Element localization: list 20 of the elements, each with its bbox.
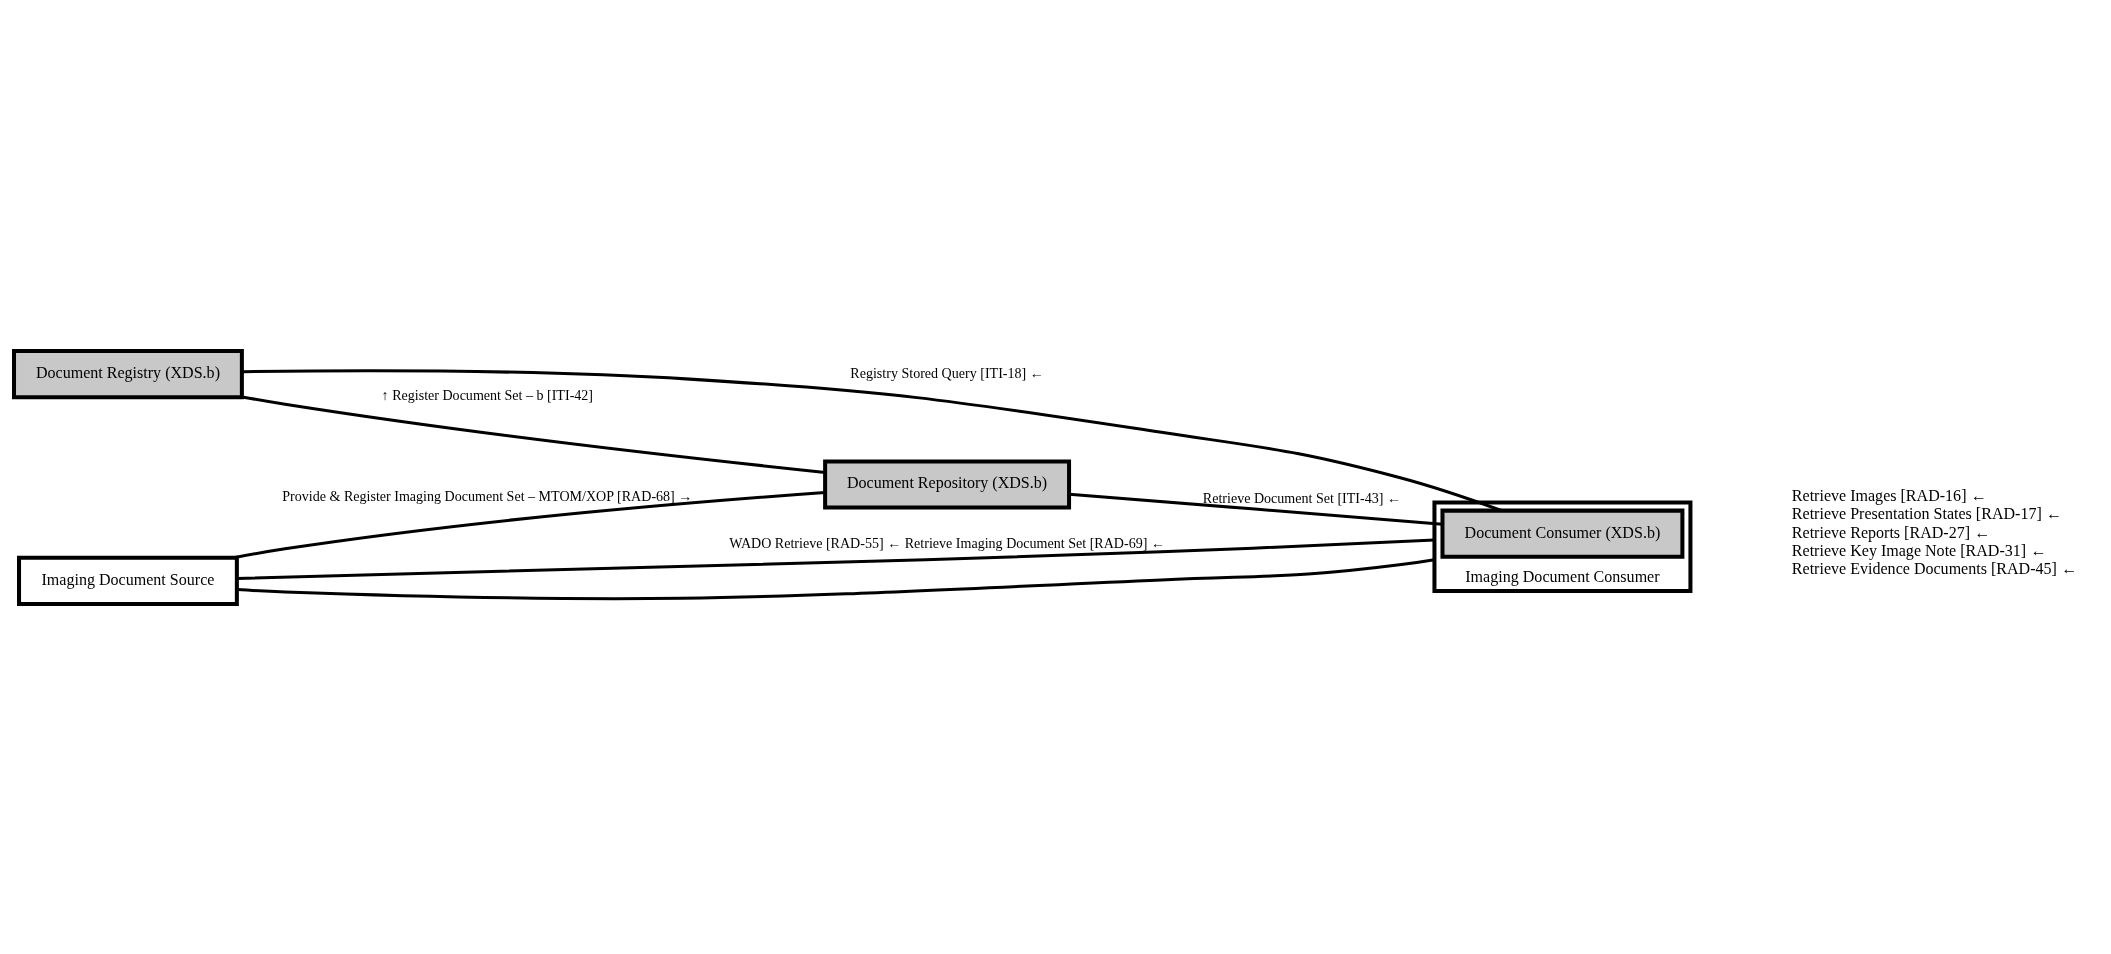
- label: Retrieve Evidence Documents [RAD-45] ←: [1791, 559, 2078, 577]
- node-box: Document Registry (XDS.b): [12, 348, 244, 399]
- edge-label: Retrieve Document Set [ITI-43] ←: [1202, 489, 1402, 506]
- connector: [233, 490, 826, 559]
- node-box: Imaging Document Source: [17, 555, 239, 606]
- connector: [1069, 492, 1443, 526]
- edge-label: ↑ Register Document Set – b [ITI-42]: [381, 386, 594, 403]
- edge-label: Provide & Register Imaging Document Set – MTOM/XOP [RAD-68] →: [282, 487, 693, 504]
- connector: [241, 394, 826, 474]
- connector: [242, 368, 1502, 512]
- label: Retrieve Images [RAD-16] ←: [1791, 486, 1987, 504]
- edge-label: WADO Retrieve [RAD-55] ← Retrieve Imaging Document Set [RAD-69] ←: [729, 534, 1165, 551]
- node-box: Document Repository (XDS.b): [823, 458, 1072, 510]
- label: Retrieve Key Image Note [RAD-31] ←: [1791, 541, 2047, 559]
- edge-label: Registry Stored Query [ITI-18] ←: [850, 364, 1044, 381]
- label: Retrieve Reports [RAD-27] ←: [1791, 523, 1991, 541]
- label: Retrieve Presentation States [RAD-17] ←: [1791, 504, 2062, 522]
- connector: [237, 557, 1435, 600]
- node-box: Document Consumer (XDS.b): [1440, 508, 1685, 559]
- connector: [237, 538, 1435, 580]
